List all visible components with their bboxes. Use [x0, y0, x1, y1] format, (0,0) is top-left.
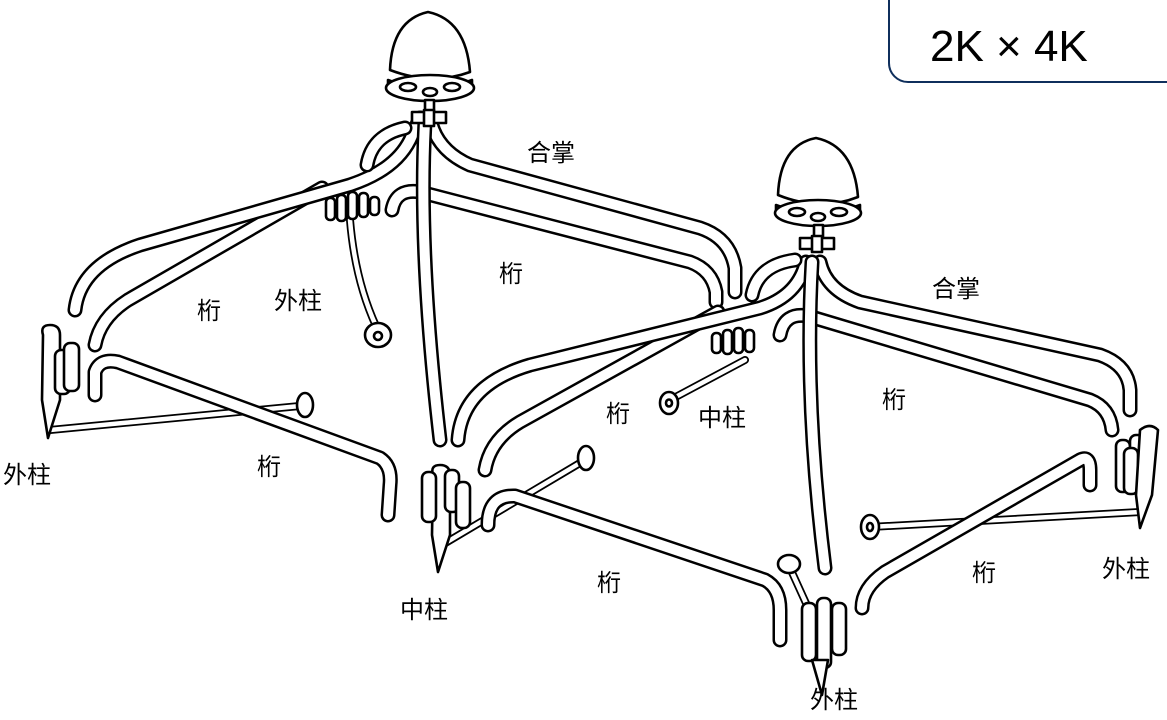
- scale-badge-frame: [888, 0, 1167, 83]
- right-short-curve: [744, 252, 803, 303]
- right-keta-rafter: [477, 304, 726, 478]
- label-sotobashira-top: 外柱: [274, 287, 322, 315]
- label-nakabashira-lower: 中柱: [400, 596, 448, 624]
- label-sotobashira-left: 外柱: [3, 461, 51, 489]
- label-sotobashira-right: 外柱: [1102, 555, 1150, 583]
- left-back-keta: [384, 183, 724, 310]
- right-side-keta: [854, 451, 1098, 616]
- right-finial: [773, 136, 863, 254]
- right-bottom-post: [800, 596, 848, 697]
- scale-badge-text: 2K × 4K: [930, 22, 1088, 71]
- label-keta-right-side: 桁: [972, 559, 996, 587]
- right-stub-cluster: [710, 326, 756, 356]
- label-keta-right-front: 桁: [597, 569, 621, 597]
- left-stub-cluster: [324, 190, 381, 223]
- left-short-curve: [359, 120, 413, 173]
- label-gassho-left: 合掌: [527, 139, 575, 167]
- label-sotobashira-bottom: 外柱: [810, 686, 858, 714]
- label-keta-right-back: 桁: [882, 386, 906, 414]
- right-short-rod: [666, 356, 749, 404]
- right-short-rod-disc: [658, 390, 680, 416]
- right-mid-post: [420, 463, 472, 574]
- right-gassho-rafter-left: [450, 254, 814, 448]
- right-bottom-rod-disc: [776, 553, 802, 575]
- label-nakabashira-upper: 中柱: [698, 404, 746, 432]
- right-corner-post: [1114, 424, 1160, 530]
- left-finial: [384, 10, 476, 128]
- left-side-beam: [87, 353, 398, 523]
- label-gassho-right: 合掌: [932, 275, 980, 303]
- label-keta-left-rafter: 桁: [197, 297, 221, 325]
- label-keta-left-front: 桁: [257, 453, 281, 481]
- left-gassho-rafter-right: [422, 110, 743, 300]
- left-hanging-rod: [346, 216, 393, 349]
- right-rear-beam-2: [866, 508, 1144, 531]
- left-frame: [40, 10, 743, 523]
- right-mid-disc: [576, 444, 596, 472]
- right-frame: [420, 136, 1160, 697]
- left-rear-disc: [295, 391, 315, 419]
- left-gassho-rafter-left: [67, 110, 428, 318]
- label-keta-back-left: 桁: [499, 260, 523, 288]
- right-front-keta: [480, 488, 788, 648]
- right-center-post: [802, 254, 833, 576]
- right-gassho-rafter-right: [812, 254, 1138, 418]
- left-center-post: [415, 114, 448, 448]
- left-corner-post: [40, 323, 81, 440]
- label-keta-right-rafter: 桁: [606, 400, 630, 428]
- right-rear-disc: [859, 513, 881, 541]
- right-back-keta: [772, 307, 1120, 438]
- left-keta-rafter: [87, 180, 330, 353]
